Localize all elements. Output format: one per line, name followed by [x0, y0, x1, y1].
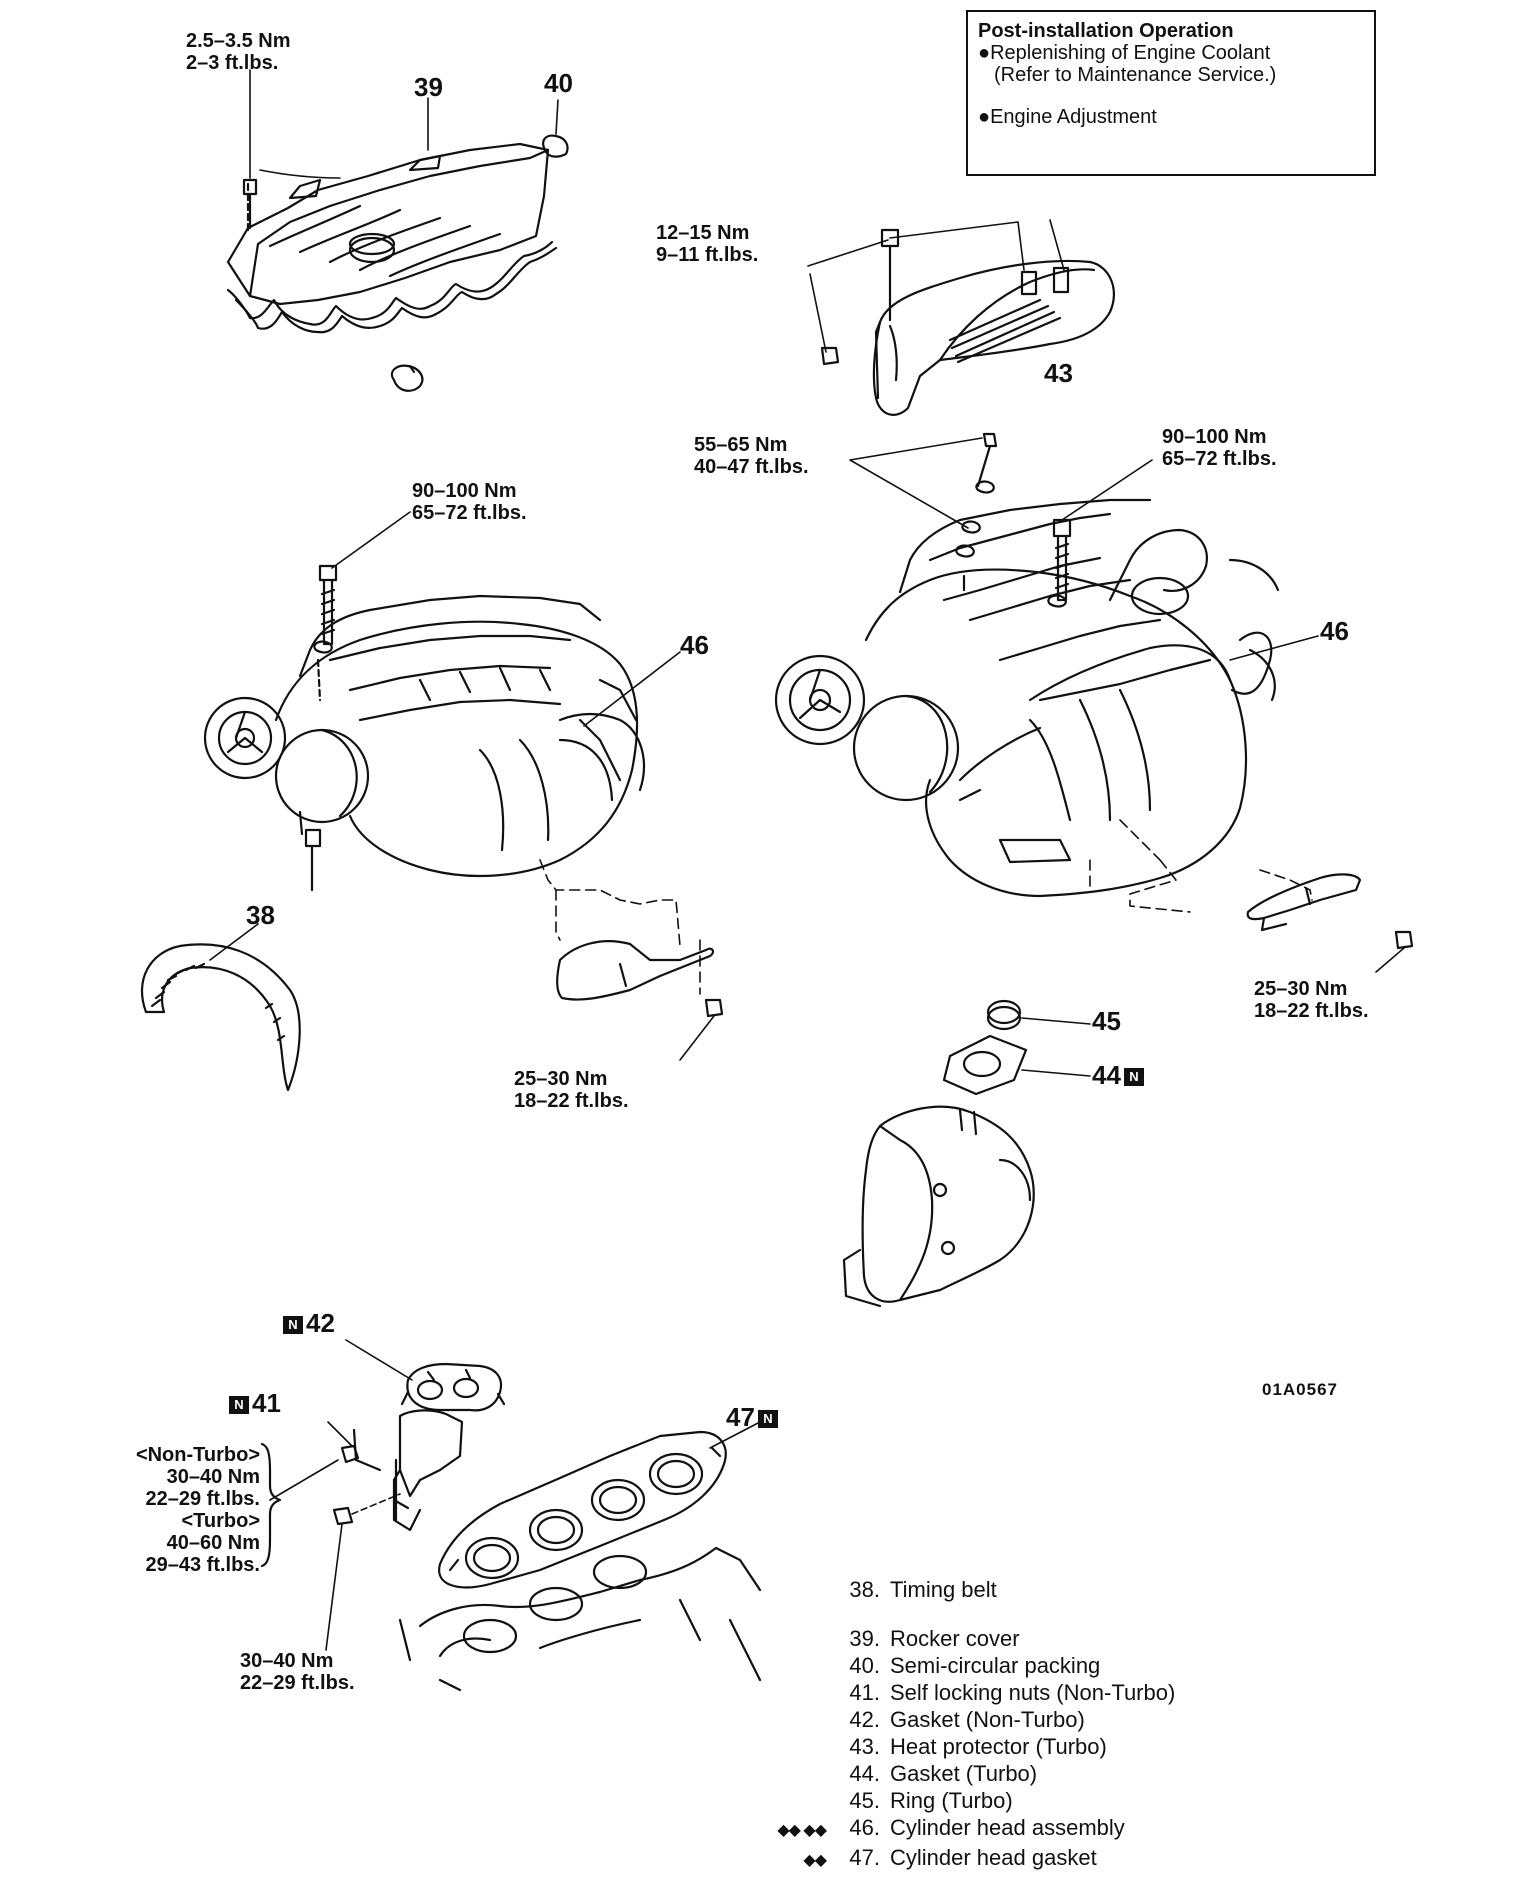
legend-number: 46.	[849, 1815, 880, 1840]
legend-marks: ◆◆	[803, 1852, 827, 1869]
post-installation-title: Post-installation Operation	[978, 20, 1234, 42]
callout-42-number: 42	[306, 1308, 335, 1338]
legend-text: Gasket (Turbo)	[890, 1761, 1038, 1786]
torque-nm: 30–40 Nm	[240, 1650, 334, 1672]
legend-number: 39.	[849, 1626, 880, 1651]
legend-item: 40. Semi-circular packing	[722, 1652, 1282, 1679]
torque-nm: 55–65 Nm	[694, 434, 788, 456]
post-installation-item-coolant: ●Replenishing of Engine Coolant	[978, 42, 1271, 64]
legend-marks: ◆◆ ◆◆	[777, 1822, 827, 1839]
turbocharger-drawing	[842, 1105, 1035, 1308]
new-part-badge: N	[229, 1396, 249, 1415]
callout-38: 38	[246, 900, 275, 930]
legend-number: 40.	[849, 1653, 880, 1678]
legend-text: Gasket (Non-Turbo)	[890, 1707, 1085, 1732]
legend-text: Heat protector (Turbo)	[890, 1734, 1107, 1759]
torque-nm: 12–15 Nm	[656, 222, 750, 244]
post-installation-item-engine: ●Engine Adjustment	[978, 106, 1157, 128]
torque-nm: 30–40 Nm	[166, 1466, 260, 1488]
torque-label-rocker-bolt: 2.5–3.5 Nm 2–3 ft.lbs.	[186, 30, 291, 74]
torque-ftlbs: 2–3 ft.lbs.	[186, 52, 279, 74]
rocker-cover-drawing	[226, 142, 558, 392]
torque-ftlbs: 29–43 ft.lbs.	[145, 1554, 260, 1576]
torque-nm: 25–30 Nm	[1254, 978, 1348, 1000]
heat-protector-drawing	[872, 259, 1115, 416]
legend-item: 42. Gasket (Non-Turbo)	[722, 1706, 1282, 1733]
legend-text: Self locking nuts (Non-Turbo)	[890, 1680, 1176, 1705]
callout-43: 43	[1044, 358, 1073, 388]
parts-legend: 38. Timing belt 39. Rocker cover 40. Sem…	[722, 1576, 1282, 1874]
torque-label-head-bolt-non-turbo: 90–100 Nm 65–72 ft.lbs.	[412, 480, 527, 524]
legend-item: ◆◆ 47. Cylinder head gasket	[722, 1844, 1282, 1874]
legend-text: Timing belt	[890, 1577, 997, 1602]
legend-item: 44. Gasket (Turbo)	[722, 1760, 1282, 1787]
callout-40: 40	[544, 68, 573, 98]
torque-nm: 90–100 Nm	[1162, 426, 1267, 448]
legend-number: 38.	[849, 1577, 880, 1602]
legend-item: 41. Self locking nuts (Non-Turbo)	[722, 1679, 1282, 1706]
torque-nm: 25–30 Nm	[514, 1068, 608, 1090]
non-turbo-engine-drawing	[203, 594, 645, 892]
torque-ftlbs: 22–29 ft.lbs.	[240, 1672, 355, 1694]
torque-ftlbs: 22–29 ft.lbs.	[145, 1488, 260, 1510]
legend-number: 47.	[849, 1845, 880, 1870]
torque-label-head-bolt-turbo: 90–100 Nm 65–72 ft.lbs.	[1162, 426, 1277, 470]
new-part-badge: N	[757, 1410, 778, 1429]
callout-39: 39	[414, 72, 443, 102]
callout-41-number: 41	[252, 1388, 281, 1418]
new-part-badge: N	[1123, 1068, 1144, 1087]
legend-text: Cylinder head assembly	[890, 1815, 1125, 1840]
post-installation-item-coolant-ref: (Refer to Maintenance Service.)	[994, 64, 1277, 86]
torque-label-heat-protector-bolt: 12–15 Nm 9–11 ft.lbs.	[656, 222, 758, 266]
torque-ftlbs: 9–11 ft.lbs.	[656, 244, 759, 266]
figure-code: 01A0567	[1262, 1380, 1339, 1399]
legend-text: Rocker cover	[890, 1626, 1020, 1651]
torque-label-manifold-bolt: 30–40 Nm 22–29 ft.lbs.	[240, 1650, 355, 1694]
torque-nm: 90–100 Nm	[412, 480, 517, 502]
head-gasket-drawing	[438, 1430, 727, 1589]
variant-turbo: <Turbo>	[181, 1510, 260, 1532]
legend-text: Semi-circular packing	[890, 1653, 1101, 1678]
torque-label-exhaust-nut: <Non-Turbo> 30–40 Nm 22–29 ft.lbs. <Turb…	[74, 1444, 260, 1576]
callout-44-number: 44	[1092, 1060, 1121, 1090]
legend-item: ◆◆ ◆◆ 46. Cylinder head assembly	[722, 1814, 1282, 1844]
torque-label-bracket-bolt-turbo: 25–30 Nm 18–22 ft.lbs.	[1254, 978, 1369, 1022]
callout-47-number: 47	[726, 1402, 755, 1432]
timing-belt-drawing	[140, 943, 301, 1092]
torque-ftlbs: 40–47 ft.lbs.	[694, 456, 809, 478]
post-installation-box: Post-installation Operation ●Replenishin…	[966, 10, 1376, 176]
turbo-engine-drawing	[774, 498, 1280, 898]
callout-45: 45	[1092, 1006, 1121, 1036]
legend-item: 45. Ring (Turbo)	[722, 1787, 1282, 1814]
torque-ftlbs: 65–72 ft.lbs.	[1162, 448, 1277, 470]
torque-nm: 40–60 Nm	[166, 1532, 260, 1554]
torque-ftlbs: 65–72 ft.lbs.	[412, 502, 527, 524]
legend-text: Ring (Turbo)	[890, 1788, 1013, 1813]
variant-non-turbo: <Non-Turbo>	[135, 1444, 260, 1466]
callout-46-turbo: 46	[1320, 616, 1349, 646]
legend-item: 39. Rocker cover	[722, 1625, 1282, 1652]
legend-number: 44.	[849, 1761, 880, 1786]
legend-number: 41.	[849, 1680, 880, 1705]
legend-item: 43. Heat protector (Turbo)	[722, 1733, 1282, 1760]
legend-number: 42.	[849, 1707, 880, 1732]
legend-item: 38. Timing belt	[722, 1576, 1282, 1603]
callout-46-non-turbo: 46	[680, 630, 709, 660]
legend-number: 43.	[849, 1734, 880, 1759]
torque-ftlbs: 18–22 ft.lbs.	[1254, 1000, 1369, 1022]
torque-label-turbo-stud: 55–65 Nm 40–47 ft.lbs.	[694, 434, 809, 478]
torque-label-bracket-bolt-non-turbo: 25–30 Nm 18–22 ft.lbs.	[514, 1068, 629, 1112]
torque-ftlbs: 18–22 ft.lbs.	[514, 1090, 629, 1112]
legend-text: Cylinder head gasket	[890, 1845, 1097, 1870]
torque-nm: 2.5–3.5 Nm	[186, 30, 291, 52]
legend-number: 45.	[849, 1788, 880, 1813]
new-part-badge: N	[283, 1316, 303, 1335]
